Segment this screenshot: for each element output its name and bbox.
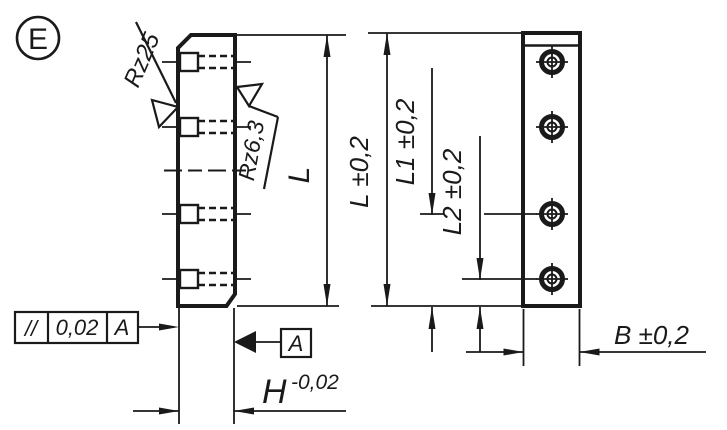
side-view-outline (176, 33, 237, 308)
arrow-down-icon (323, 284, 331, 306)
side-view (162, 33, 251, 308)
datum-triangle-icon (234, 331, 256, 353)
dim-height-tolerance: -0,02 (291, 371, 339, 394)
tolerance-datum-ref: A (113, 315, 130, 340)
arrow-up-icon (383, 33, 391, 55)
arrow-up-icon (323, 35, 331, 57)
arrow-up-icon (428, 307, 436, 329)
dim-hole-pos-2: L2 ±0,2 (437, 136, 484, 352)
view-marker-label: E (28, 23, 48, 56)
arrow-right-icon (503, 348, 524, 356)
leader-arrow-icon (159, 323, 179, 331)
dim-height: H -0,02 (133, 371, 346, 415)
dim-hole-pos-2-label: L2 ±0,2 (437, 148, 467, 235)
roughness-leg-line (135, 21, 177, 104)
dim-width: B ±0,2 (466, 320, 706, 356)
dim-length-tol-label: L ±0,2 (344, 136, 374, 208)
dim-length: L (283, 35, 331, 306)
roughness-symbol-left: Rz25 (119, 21, 181, 130)
roughness-left-label: Rz25 (119, 28, 166, 91)
arrow-down-icon (428, 193, 436, 215)
arrow-up-icon (476, 307, 484, 329)
tolerance-value: 0,02 (56, 315, 99, 340)
arrow-down-icon (476, 258, 484, 280)
arrow-down-icon (383, 284, 391, 306)
roughness-base-line (262, 116, 280, 190)
hole-front-1 (536, 46, 568, 78)
roughness-front-label: Rz6,3 (233, 119, 269, 183)
extension-lines (178, 32, 581, 424)
hole-front-3 (420, 198, 568, 230)
hole-front-2 (536, 111, 568, 143)
datum-symbol: A (234, 327, 313, 359)
dim-height-label: H (262, 373, 287, 411)
roughness-tick-icon (235, 82, 265, 109)
hole-front-4 (462, 263, 568, 295)
view-marker-circle (15, 15, 61, 61)
dim-width-label: B ±0,2 (614, 320, 690, 350)
front-view (420, 31, 582, 308)
roughness-symbol-front: Rz6,3 (233, 82, 280, 190)
hole-side-3 (162, 203, 251, 225)
parallelism-icon: // (23, 316, 39, 341)
arrow-left-icon (234, 407, 254, 415)
view-marker: E (15, 15, 61, 61)
roughness-tick-icon (150, 98, 181, 130)
hole-side-2 (162, 116, 251, 138)
datum-label: A (287, 331, 304, 356)
front-view-outline (521, 31, 582, 308)
dim-length-label: L (283, 167, 316, 184)
arrow-right-icon (159, 407, 179, 415)
hole-side-1 (162, 51, 251, 73)
dim-length-tol: L ±0,2 (344, 33, 391, 306)
arrow-left-icon (579, 348, 600, 356)
dim-hole-pos-1: L1 ±0,2 (390, 68, 436, 352)
roughness-leg-line (248, 104, 279, 119)
dim-hole-pos-1-label: L1 ±0,2 (390, 98, 420, 185)
hole-side-4 (162, 268, 251, 290)
tolerance-frame: // 0,02 A (13, 310, 179, 345)
